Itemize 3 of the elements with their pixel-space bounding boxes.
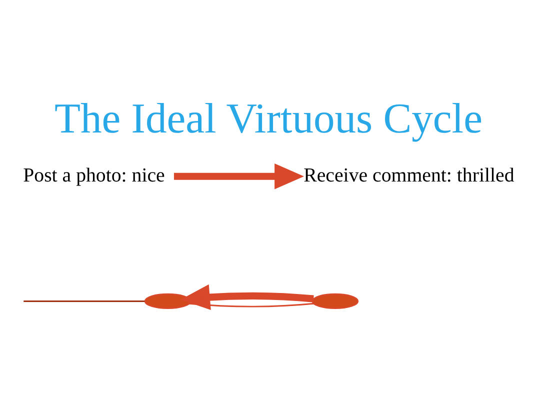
node-text: Receive comment: thrilled <box>304 164 514 187</box>
diagram-title: The Ideal Virtuous Cycle <box>54 95 482 142</box>
node-text: Post a photo: nice <box>23 164 165 187</box>
